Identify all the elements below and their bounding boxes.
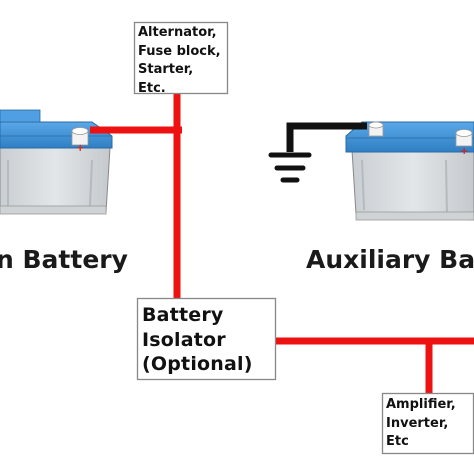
isolator-box-line: (Optional) <box>142 353 253 375</box>
aux-battery-positive-terminal: + <box>455 129 473 157</box>
isolator-box-line: Battery <box>142 304 224 326</box>
auxiliary-battery-label: Auxiliary Ba <box>306 245 474 274</box>
aux-battery-negative-terminal <box>368 121 384 137</box>
ground-symbol <box>268 152 312 183</box>
top-box-line: Starter, <box>138 62 194 77</box>
ground-wiring <box>268 122 367 183</box>
main-battery: + <box>0 109 113 215</box>
bottom-box-line: Inverter, <box>386 415 449 431</box>
bottom-box-line: Etc <box>386 434 409 449</box>
top-box-line: Etc. <box>138 80 166 96</box>
bottom-box-text: Amplifier, Inverter, Etc <box>386 396 456 452</box>
auxiliary-battery: + <box>345 121 474 221</box>
top-box-frame <box>133 21 229 95</box>
bottom-box-frame <box>381 392 474 455</box>
isolator-box-text: Battery Isolator (Optional) <box>142 303 253 377</box>
top-box-line: Fuse block, <box>138 43 221 59</box>
top-box-text: Alternator, Fuse block, Starter, Etc. <box>138 24 221 98</box>
svg-text:+: + <box>460 146 468 157</box>
svg-text:+: + <box>76 143 84 154</box>
main-battery-positive-terminal: + <box>71 127 89 154</box>
top-box-line: Alternator, <box>138 25 217 40</box>
isolator-box-frame <box>136 297 277 381</box>
isolator-box-line: Isolator <box>142 328 226 351</box>
bottom-box-line: Amplifier, <box>386 397 456 412</box>
positive-wiring <box>90 92 474 393</box>
main-battery-label: n Battery <box>0 245 128 274</box>
